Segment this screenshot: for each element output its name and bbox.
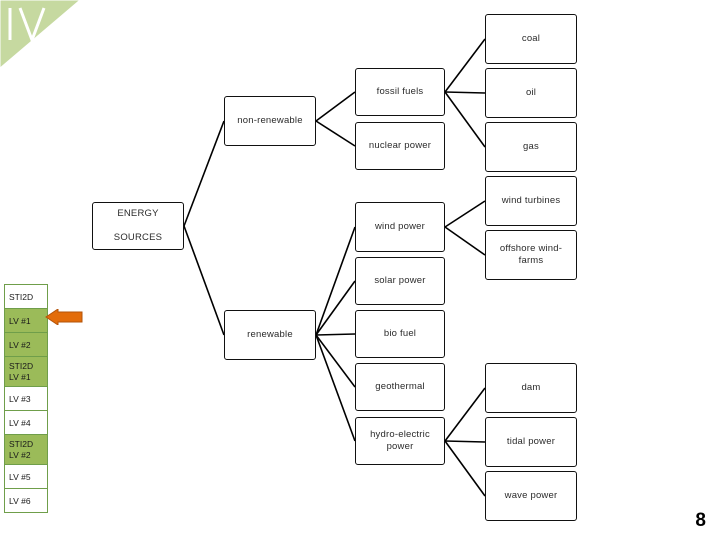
legend-label: LV #1	[9, 315, 31, 326]
node-label: tidal power	[506, 436, 556, 448]
legend-row-lv1[interactable]: LV #1	[5, 309, 47, 333]
node-label: offshore wind-farms	[499, 243, 563, 266]
node-non-renewable[interactable]: non-renewable	[224, 96, 316, 146]
node-tidal-power[interactable]: tidal power	[485, 417, 577, 467]
node-label: dam	[521, 382, 541, 394]
legend-label: LV #6	[9, 495, 31, 506]
node-wind-turbines[interactable]: wind turbines	[485, 176, 577, 226]
node-wind-power[interactable]: wind power	[355, 202, 445, 252]
level-legend: STI2D LV #1 LV #2 STI2D LV #1 LV #3 LV #…	[4, 284, 48, 513]
node-label: bio fuel	[383, 328, 417, 340]
node-label: hydro-electric power	[370, 429, 430, 452]
node-energy-sources[interactable]: ENERGY SOURCES	[92, 202, 184, 250]
node-renewable[interactable]: renewable	[224, 310, 316, 360]
node-label: coal	[521, 33, 541, 45]
node-offshore-wind-farms[interactable]: offshore wind-farms	[485, 230, 577, 280]
node-bio-fuel[interactable]: bio fuel	[355, 310, 445, 358]
legend-label: STI2D	[9, 291, 34, 302]
node-label: geothermal	[375, 381, 425, 393]
legend-label: LV #5	[9, 471, 31, 482]
page-number: 8	[695, 510, 706, 531]
legend-row-lv5[interactable]: LV #5	[5, 465, 47, 489]
node-fossil-fuels[interactable]: fossil fuels	[355, 68, 445, 116]
node-label: oil	[525, 87, 537, 99]
node-wave-power[interactable]: wave power	[485, 471, 577, 521]
node-label: wind turbines	[501, 195, 561, 207]
node-solar-power[interactable]: solar power	[355, 257, 445, 305]
node-coal[interactable]: coal	[485, 14, 577, 64]
node-gas[interactable]: gas	[485, 122, 577, 172]
node-label: nuclear power	[368, 140, 432, 152]
node-dam[interactable]: dam	[485, 363, 577, 413]
node-label: non-renewable	[237, 115, 303, 127]
legend-label: STI2D	[9, 360, 34, 371]
node-label: fossil fuels	[376, 86, 424, 98]
legend-label: LV #3	[9, 393, 31, 404]
legend-label: STI2D	[9, 438, 34, 449]
node-label: renewable	[247, 329, 293, 341]
legend-row-sti2d-lv2[interactable]: STI2D LV #2	[5, 435, 47, 465]
legend-row-sti2d-lv1[interactable]: STI2D LV #1	[5, 357, 47, 387]
legend-row-lv4[interactable]: LV #4	[5, 411, 47, 435]
legend-label: LV #2	[9, 339, 31, 350]
legend-label: LV #4	[9, 417, 31, 428]
legend-row-lv6[interactable]: LV #6	[5, 489, 47, 513]
legend-label: LV #2	[9, 449, 31, 460]
legend-row-lv3[interactable]: LV #3	[5, 387, 47, 411]
node-label: solar power	[374, 275, 426, 287]
node-label-line: ENERGY	[117, 208, 159, 220]
legend-row-sti2d-1[interactable]: STI2D	[5, 285, 47, 309]
legend-label: LV #1	[9, 371, 31, 382]
node-oil[interactable]: oil	[485, 68, 577, 118]
node-label-line: SOURCES	[113, 231, 163, 243]
node-label: gas	[523, 141, 539, 153]
node-hydro-electric-power[interactable]: hydro-electric power	[355, 417, 445, 465]
legend-row-lv2[interactable]: LV #2	[5, 333, 47, 357]
left-arrow-icon	[45, 309, 83, 325]
node-geothermal[interactable]: geothermal	[355, 363, 445, 411]
iv-monogram-logo	[0, 0, 80, 68]
node-label: wave power	[504, 490, 558, 502]
node-nuclear-power[interactable]: nuclear power	[355, 122, 445, 170]
node-label: wind power	[374, 221, 426, 233]
